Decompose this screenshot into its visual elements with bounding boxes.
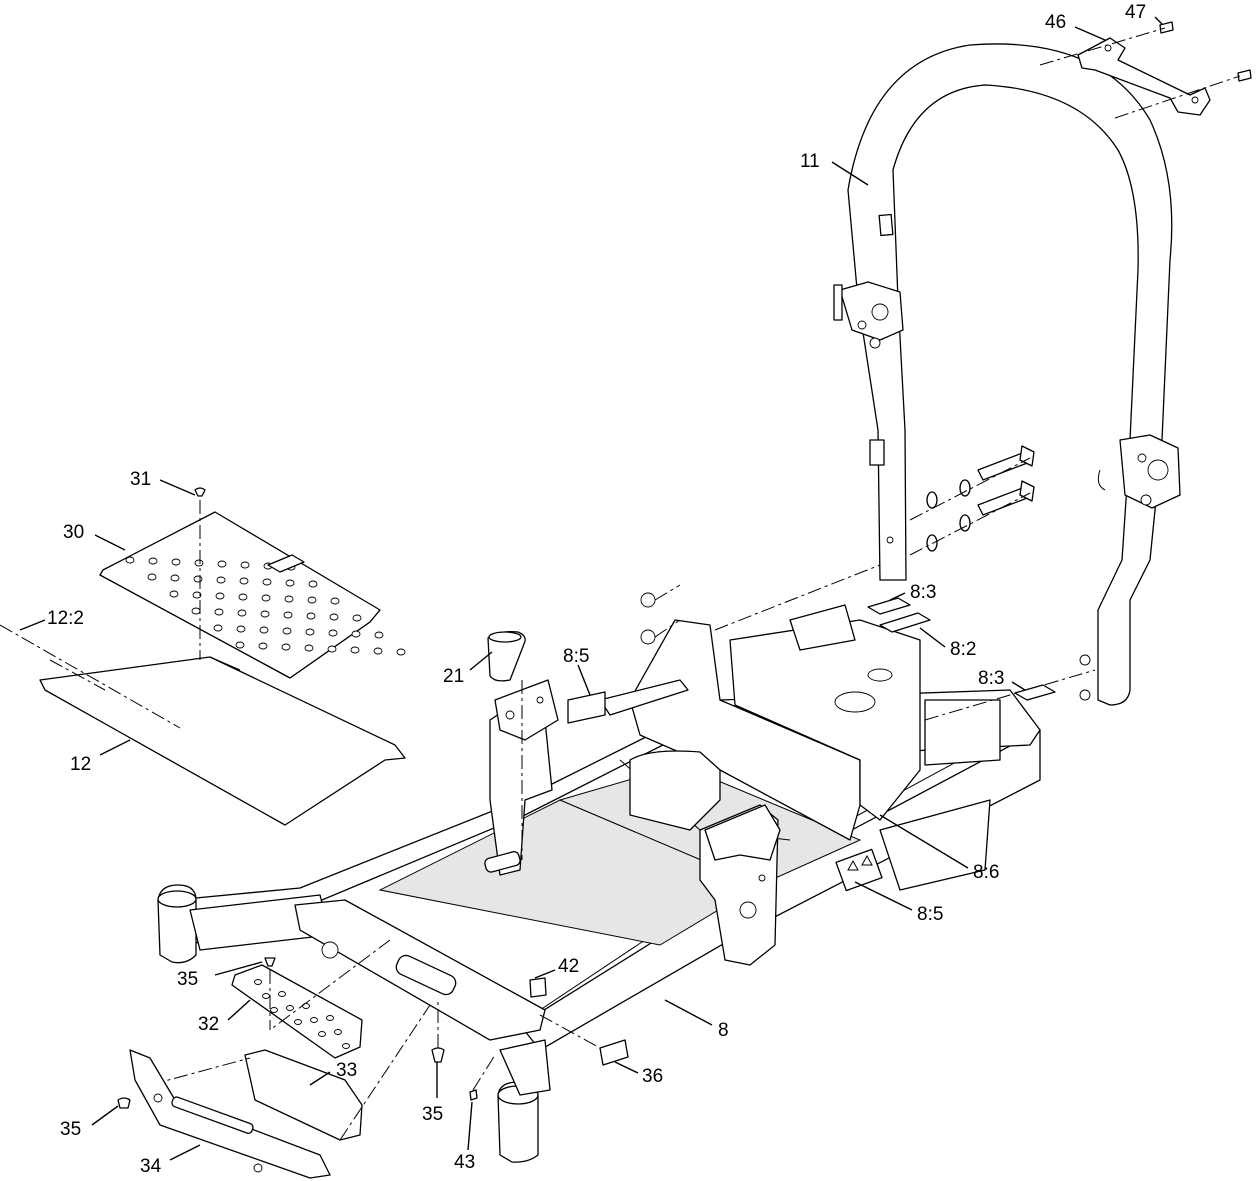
callouts: 46 47 11 31 30 12:2 12 21 8:5 8:3 8:2 8:… xyxy=(47,2,1146,1177)
plate-stud xyxy=(270,1007,278,1013)
callout-12-2: 12:2 xyxy=(47,608,84,629)
plate-stud xyxy=(318,1031,326,1037)
main-frame xyxy=(157,564,1096,1163)
plate-stud xyxy=(342,1043,350,1049)
mat-stud xyxy=(214,608,224,616)
mat-stud xyxy=(327,645,337,653)
plate-stud xyxy=(326,1015,334,1021)
callout-35-left: 35 xyxy=(60,1119,81,1140)
mat-stud xyxy=(262,578,272,586)
callout-8-3-top: 8:3 xyxy=(910,582,936,603)
mat-stud xyxy=(261,594,271,602)
small-hardware xyxy=(431,977,629,1101)
callout-12: 12 xyxy=(70,754,91,775)
mat-stud xyxy=(304,644,314,652)
plate-stud xyxy=(310,1017,318,1023)
mat-stud xyxy=(239,577,249,585)
roll-bar-mounting-hardware xyxy=(909,445,1035,556)
callout-42: 42 xyxy=(558,956,579,977)
plate-stud xyxy=(254,979,262,985)
mat-stud xyxy=(351,630,361,638)
decals xyxy=(567,597,1056,724)
mat-stud xyxy=(125,556,135,564)
callout-31: 31 xyxy=(130,469,151,490)
mat-stud xyxy=(217,560,227,568)
mat-stud xyxy=(236,625,246,633)
mat-stud xyxy=(330,597,340,605)
mat-stud xyxy=(171,558,181,566)
foot-mat xyxy=(99,500,406,679)
callout-8-3-right: 8:3 xyxy=(978,668,1004,689)
mat-stud xyxy=(307,596,317,604)
callout-46: 46 xyxy=(1045,12,1066,33)
plate-stud xyxy=(262,993,270,999)
mat-stud xyxy=(281,643,291,651)
callout-43: 43 xyxy=(454,1152,475,1173)
mat-stud xyxy=(260,610,270,618)
shield xyxy=(149,1004,431,1141)
floor-pan xyxy=(0,624,406,826)
callout-36: 36 xyxy=(642,1066,663,1087)
callout-32: 32 xyxy=(198,1014,219,1035)
mat-stud xyxy=(235,641,245,649)
plate-stud xyxy=(278,991,286,997)
mat-stud xyxy=(215,592,225,600)
mat-stud xyxy=(352,614,362,622)
footplate xyxy=(231,939,391,1059)
callout-8-5-left: 8:5 xyxy=(563,646,589,667)
mat-stud xyxy=(191,607,201,615)
callout-8: 8 xyxy=(718,1020,729,1041)
mat-stud xyxy=(216,576,226,584)
mat-stud xyxy=(170,574,180,582)
mat-stud xyxy=(148,557,158,565)
mat-stud xyxy=(374,631,384,639)
knob xyxy=(487,630,526,860)
mat-stud xyxy=(284,595,294,603)
plate-stud xyxy=(334,1029,342,1035)
callout-11: 11 xyxy=(800,151,820,172)
mat-stud xyxy=(329,613,339,621)
callout-47: 47 xyxy=(1125,2,1146,23)
mat-stud xyxy=(147,573,157,581)
mat-stud xyxy=(285,579,295,587)
callout-35-middle: 35 xyxy=(422,1104,443,1125)
callout-8-6: 8:6 xyxy=(973,862,999,883)
foot-mat-studs xyxy=(125,556,406,656)
mat-stud xyxy=(213,624,223,632)
mat-stud xyxy=(396,648,406,656)
plate-stud xyxy=(286,1005,294,1011)
mat-stud xyxy=(328,629,338,637)
mat-stud xyxy=(193,575,203,583)
callout-34: 34 xyxy=(140,1156,162,1177)
mat-stud xyxy=(283,611,293,619)
mat-stud xyxy=(259,626,269,634)
mat-stud xyxy=(373,647,383,655)
callout-8-2: 8:2 xyxy=(950,639,976,660)
mat-stud xyxy=(305,628,315,636)
mat-stud xyxy=(240,561,250,569)
mat-stud xyxy=(237,609,247,617)
leader-lines xyxy=(19,16,1163,1161)
mat-stud xyxy=(306,612,316,620)
top-bracket xyxy=(1039,21,1252,119)
bumper xyxy=(117,1049,331,1179)
mat-stud xyxy=(238,593,248,601)
mat-screw xyxy=(194,487,206,497)
plate-stud xyxy=(294,1019,302,1025)
mat-stud xyxy=(350,646,360,654)
mat-stud xyxy=(258,642,268,650)
mat-stud xyxy=(169,590,179,598)
callout-35-top: 35 xyxy=(177,969,198,990)
callout-30: 30 xyxy=(63,522,84,543)
callout-8-5-right: 8:5 xyxy=(917,904,943,925)
mat-stud xyxy=(194,559,204,567)
mat-stud xyxy=(192,591,202,599)
mat-stud xyxy=(282,627,292,635)
callout-33: 33 xyxy=(336,1060,357,1081)
callout-21: 21 xyxy=(443,666,464,687)
mat-stud xyxy=(308,580,318,588)
